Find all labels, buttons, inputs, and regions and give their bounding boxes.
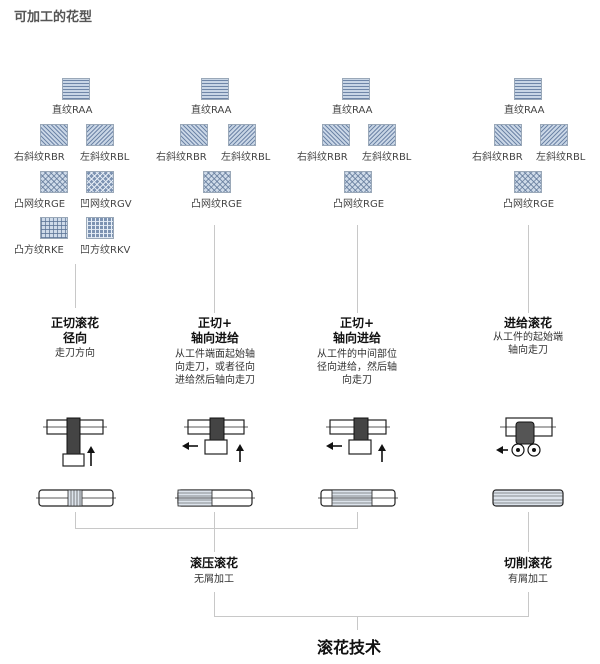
connector-line bbox=[214, 616, 529, 617]
method-description: 从工件的中间部位 径向进给，然后轴 向走刀 bbox=[297, 348, 417, 387]
connector-line bbox=[75, 512, 76, 528]
pattern-swatch-raa bbox=[342, 78, 370, 100]
group-desc-cutting: 有屑加工 bbox=[508, 574, 548, 585]
pattern-swatch-rbr bbox=[494, 124, 522, 146]
pattern-swatch-rkv bbox=[86, 217, 114, 239]
method-desc-line: 进给然后轴向走刀 bbox=[175, 375, 255, 386]
method-title-line2: 轴向进给 bbox=[332, 331, 381, 345]
pattern-swatch-raa bbox=[62, 78, 90, 100]
connector-line bbox=[75, 264, 76, 308]
pattern-label: 凸网纹RGE bbox=[14, 199, 66, 210]
group-title-cutting: 切削滚花 bbox=[503, 556, 552, 570]
pattern-label: 直纹RAA bbox=[332, 105, 373, 116]
pattern-swatch-rbl bbox=[228, 124, 256, 146]
connector-line bbox=[528, 592, 529, 616]
pattern-label: 左斜纹RBL bbox=[536, 152, 586, 163]
pattern-label: 右斜纹RBR bbox=[156, 152, 207, 163]
method-title-line1: 正切滚花 bbox=[50, 316, 99, 330]
connector-line bbox=[214, 512, 215, 528]
method-desc-line: 从工件端面起始轴 bbox=[175, 349, 255, 360]
connector-line bbox=[528, 225, 529, 313]
pattern-swatch-rbr bbox=[322, 124, 350, 146]
pattern-label: 直纹RAA bbox=[504, 105, 545, 116]
pattern-swatch-rge bbox=[344, 171, 372, 193]
method-desc-line: 向走刀，或者径向 bbox=[175, 362, 255, 373]
pattern-label: 右斜纹RBR bbox=[472, 152, 523, 163]
method-title-line2: 轴向进给 bbox=[190, 331, 239, 345]
group-title-rolling: 滚压滚花 bbox=[189, 556, 238, 570]
pattern-label: 凹网纹RGV bbox=[80, 199, 132, 210]
method-title: 正切+ 轴向进给 bbox=[302, 316, 412, 346]
connector-line bbox=[528, 512, 529, 552]
pattern-label: 右斜纹RBR bbox=[14, 152, 65, 163]
connector-line bbox=[214, 528, 215, 552]
method-title: 正切+ 轴向进给 bbox=[160, 316, 270, 346]
method-desc-line: 走刀方向 bbox=[55, 348, 95, 359]
pattern-label: 右斜纹RBR bbox=[297, 152, 348, 163]
page-title: 可加工的花型 bbox=[14, 10, 93, 25]
pattern-swatch-rge bbox=[514, 171, 542, 193]
method-title-line2: 径向 bbox=[62, 331, 87, 345]
connector-line bbox=[214, 225, 215, 313]
method-title-line1: 进给滚花 bbox=[503, 316, 552, 330]
feed-knurling-illustration bbox=[496, 417, 556, 457]
method-title: 正切滚花 径向 bbox=[25, 316, 125, 346]
tangential-axial-end-illustration bbox=[182, 417, 248, 462]
pattern-swatch-rbl bbox=[368, 124, 396, 146]
pattern-label: 左斜纹RBL bbox=[221, 152, 271, 163]
method-desc-line: 向走刀 bbox=[342, 375, 372, 386]
method-desc-line: 从工件的起始端 bbox=[493, 332, 563, 343]
workpiece-middle-knurl bbox=[318, 489, 398, 507]
workpiece-end-knurl bbox=[175, 489, 255, 507]
method-description: 从工件端面起始轴 向走刀，或者径向 进给然后轴向走刀 bbox=[155, 348, 275, 387]
method-desc-line: 轴向走刀 bbox=[508, 345, 548, 356]
workpiece-radial-knurl bbox=[36, 489, 116, 507]
pattern-label: 凸方纹RKE bbox=[14, 245, 64, 256]
diagram-root-title: 滚花技术 bbox=[317, 638, 382, 657]
pattern-label: 凸网纹RGE bbox=[503, 199, 555, 210]
method-title-line1: 正切+ bbox=[197, 316, 233, 330]
pattern-label: 凸网纹RGE bbox=[333, 199, 385, 210]
pattern-swatch-rge bbox=[203, 171, 231, 193]
connector-line bbox=[214, 592, 215, 616]
pattern-label: 直纹RAA bbox=[191, 105, 232, 116]
pattern-label: 左斜纹RBL bbox=[80, 152, 130, 163]
method-title-line1: 正切+ bbox=[339, 316, 375, 330]
method-description: 从工件的起始端 轴向走刀 bbox=[473, 331, 583, 357]
pattern-swatch-rgv bbox=[86, 171, 114, 193]
tangential-axial-middle-illustration bbox=[326, 417, 390, 462]
pattern-swatch-rbl bbox=[86, 124, 114, 146]
method-description: 走刀方向 bbox=[25, 347, 125, 360]
connector-line bbox=[357, 512, 358, 528]
pattern-swatch-rke bbox=[40, 217, 68, 239]
pattern-label: 凹方纹RKV bbox=[80, 245, 131, 256]
pattern-label: 直纹RAA bbox=[52, 105, 93, 116]
connector-line bbox=[357, 616, 358, 630]
method-desc-line: 从工件的中间部位 bbox=[317, 349, 397, 360]
pattern-swatch-rbr bbox=[40, 124, 68, 146]
connector-line bbox=[75, 528, 358, 529]
group-desc-rolling: 无屑加工 bbox=[194, 574, 234, 585]
method-desc-line: 径向进给，然后轴 bbox=[317, 362, 397, 373]
pattern-label: 凸网纹RGE bbox=[191, 199, 243, 210]
connector-line bbox=[357, 225, 358, 313]
pattern-swatch-rbl bbox=[540, 124, 568, 146]
pattern-swatch-raa bbox=[514, 78, 542, 100]
pattern-swatch-rbr bbox=[180, 124, 208, 146]
pattern-label: 左斜纹RBL bbox=[362, 152, 412, 163]
radial-knurling-illustration bbox=[43, 417, 107, 467]
method-title: 进给滚花 bbox=[478, 316, 578, 331]
workpiece-feed-knurl bbox=[492, 489, 564, 507]
pattern-swatch-rge bbox=[40, 171, 68, 193]
pattern-swatch-raa bbox=[201, 78, 229, 100]
